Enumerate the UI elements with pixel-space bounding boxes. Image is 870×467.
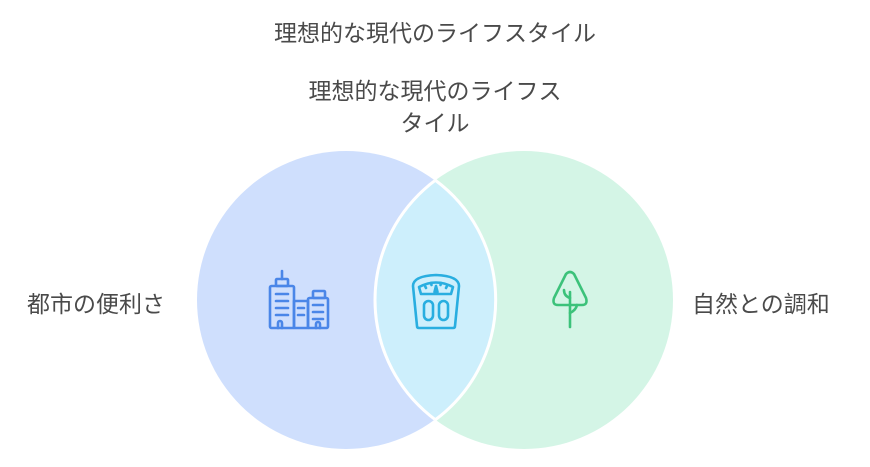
tree-icon <box>552 270 588 329</box>
scale-icon <box>411 273 461 330</box>
intersection-border <box>434 178 498 422</box>
center-heading: 理想的な現代のライフス タイル <box>285 76 585 140</box>
intersection-region <box>373 151 495 449</box>
center-heading-line1: 理想的な現代のライフス <box>308 79 562 105</box>
set-label-harmony-with-nature: 自然との調和 <box>692 292 830 318</box>
set-label-urban-convenience: 都市の便利さ <box>27 292 165 318</box>
diagram-title: 理想的な現代のライフスタイル <box>274 21 596 47</box>
city-buildings-icon <box>268 269 330 330</box>
center-heading-line2: タイル <box>400 111 470 137</box>
